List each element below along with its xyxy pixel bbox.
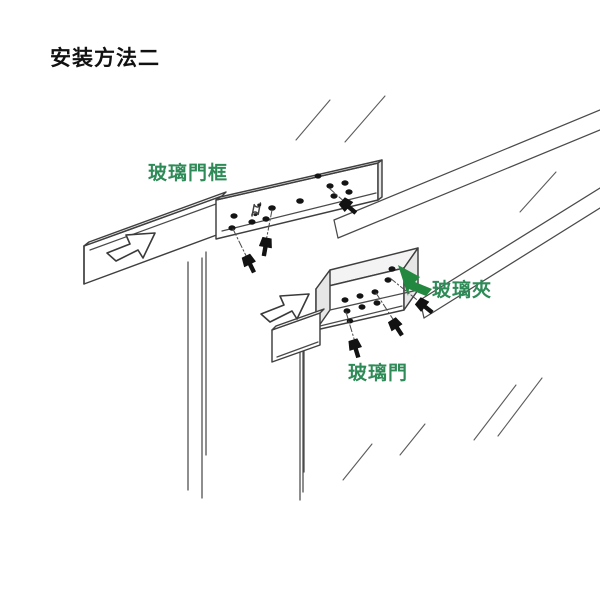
- glass-panel-upper: [333, 109, 600, 239]
- hollow-arrow-lower-middle: [260, 293, 310, 323]
- hollow-arrow-upper-left: [106, 232, 156, 262]
- page-title: 安装方法二: [50, 46, 160, 70]
- screws-lower: [345, 277, 434, 359]
- armature-bar-upper: [83, 191, 227, 285]
- vertical-door-stile-right: [299, 331, 305, 501]
- label-glass-door: 玻璃門: [348, 362, 409, 384]
- plate-slot: [251, 202, 262, 217]
- vertical-frame-stile-left: [187, 251, 207, 499]
- armature-bar-lower: [271, 308, 325, 363]
- label-glass-clamp: 玻璃夾: [432, 279, 493, 301]
- screws-upper: [232, 187, 358, 274]
- glass-clamp-block: [315, 247, 419, 331]
- glass-sparkle-lines: [295, 95, 557, 481]
- label-glass-door-frame: 玻璃門框: [148, 162, 229, 184]
- mounting-plate-upper: [215, 159, 383, 240]
- green-callout-arrow: [398, 265, 432, 296]
